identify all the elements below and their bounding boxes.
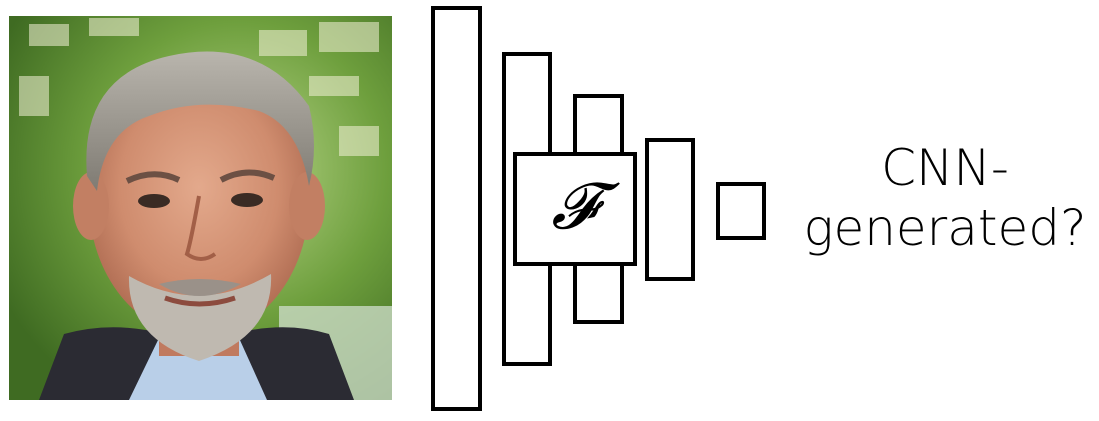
face-photo bbox=[9, 16, 392, 400]
face-photo-image bbox=[9, 16, 392, 400]
feature-extractor-symbol: 𝓕 bbox=[551, 170, 599, 244]
question-caption: CNN- generated? bbox=[800, 138, 1090, 258]
cnn-layer-1 bbox=[431, 6, 482, 411]
caption-line-2: generated? bbox=[803, 199, 1087, 257]
cnn-layer-4 bbox=[645, 138, 695, 281]
cnn-layer-5 bbox=[716, 182, 766, 240]
feature-extractor-box: 𝓕 bbox=[513, 152, 637, 266]
caption-line-1: CNN- bbox=[881, 139, 1009, 197]
